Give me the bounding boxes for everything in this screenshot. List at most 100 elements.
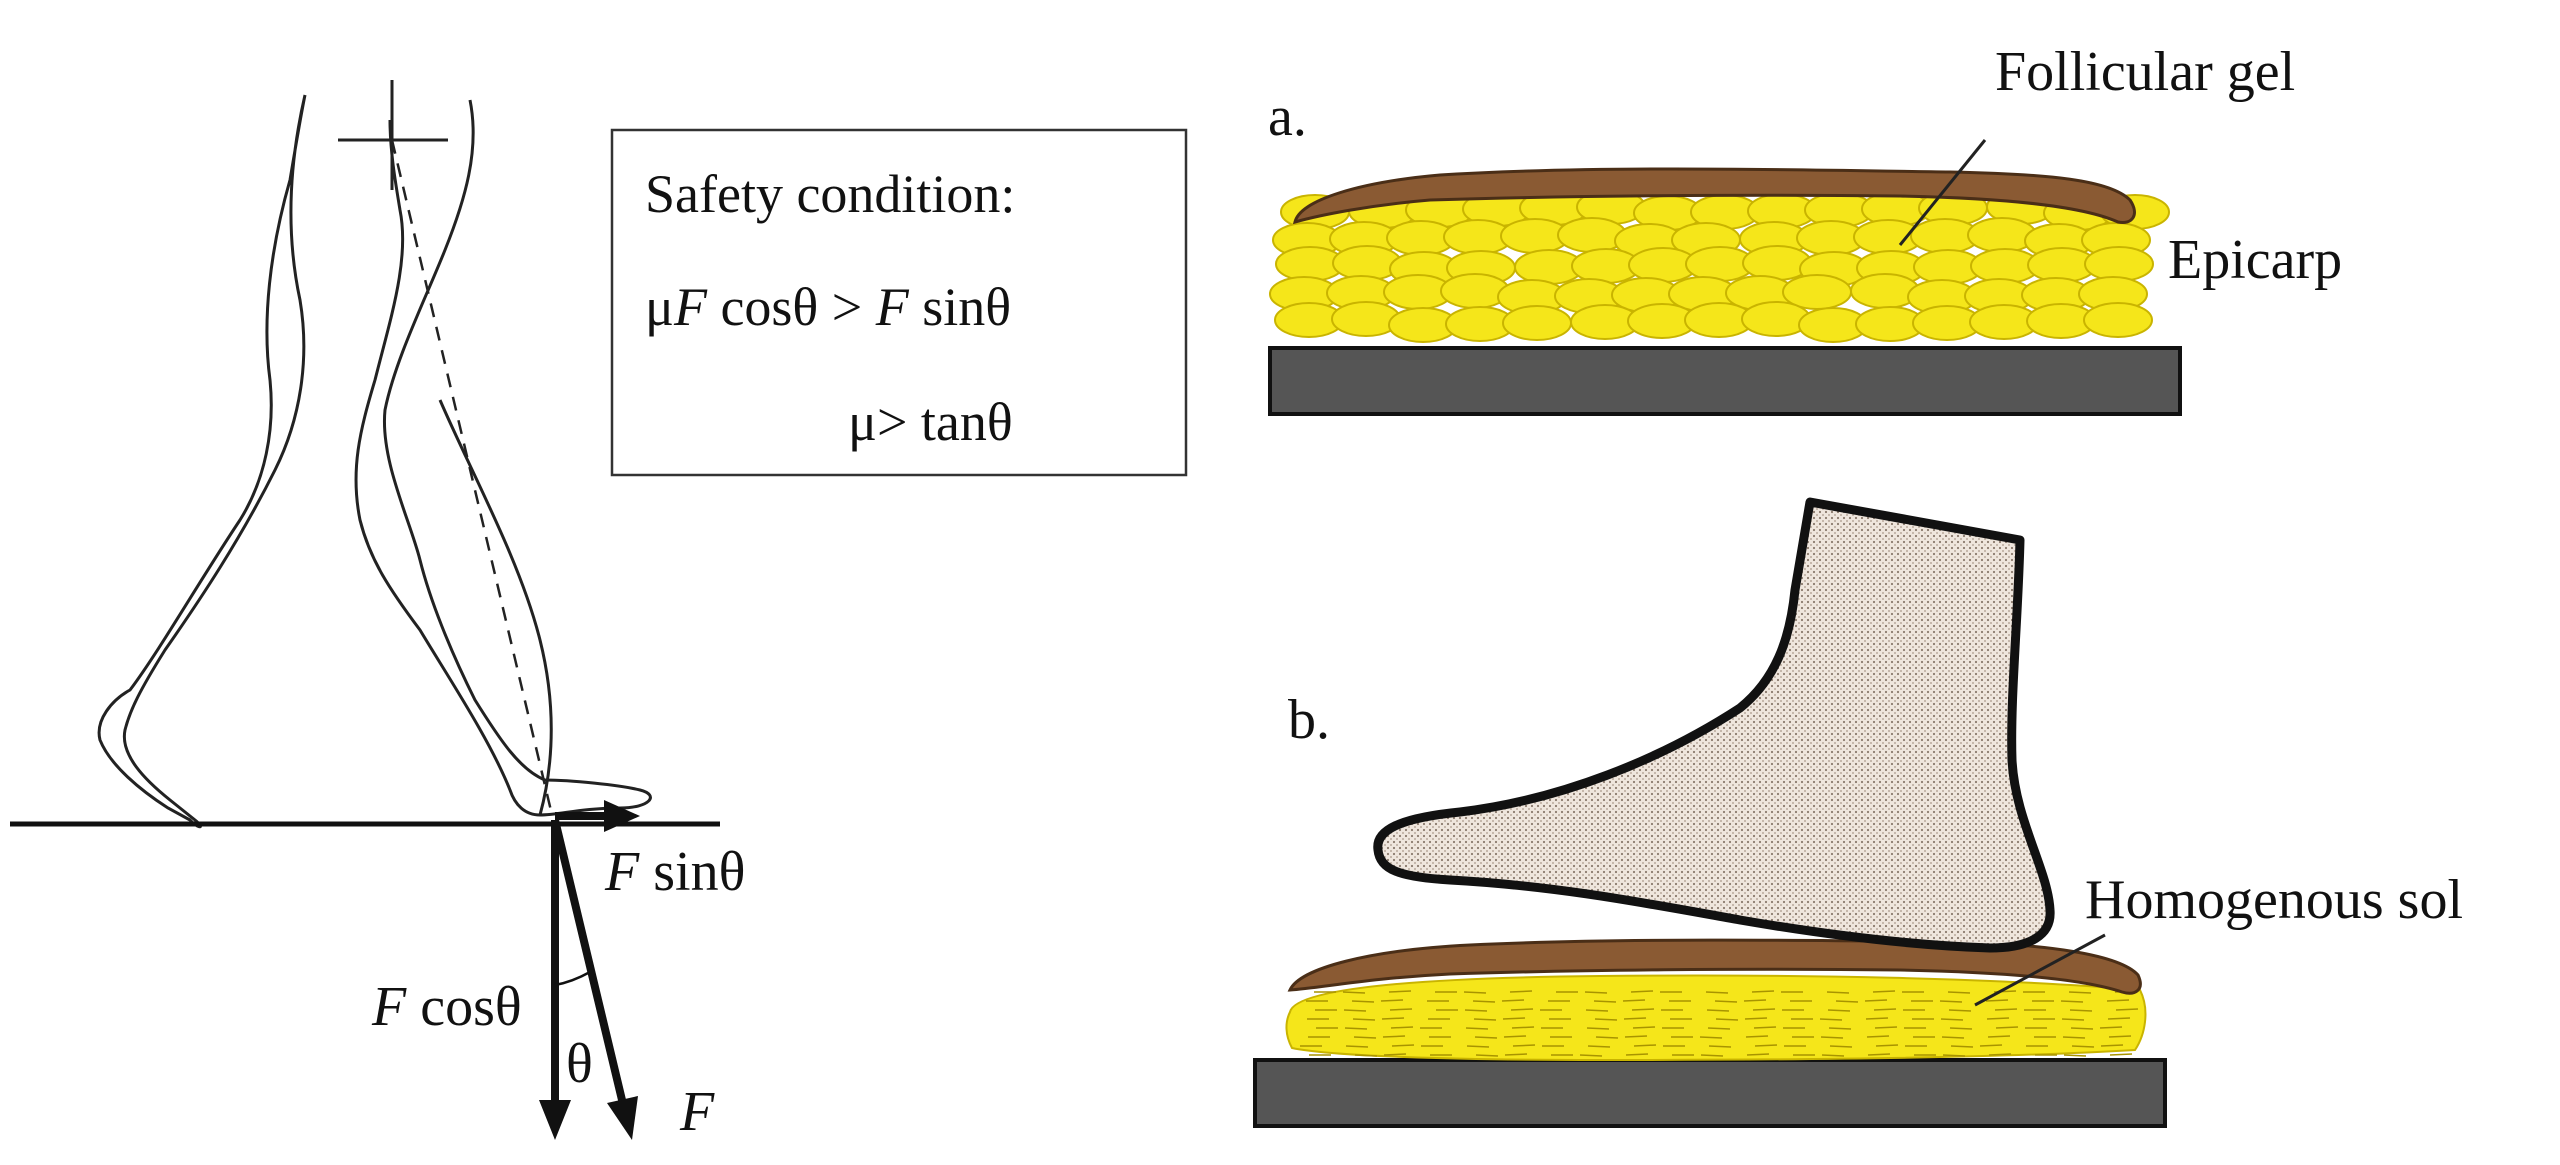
sol-dash <box>1995 1026 2019 1029</box>
sol-dash <box>1594 1018 1618 1021</box>
sol-dash <box>2062 1036 2086 1039</box>
sol-dash <box>1707 1027 1731 1030</box>
sol-dash <box>1826 991 1850 994</box>
label-f: F <box>679 1081 715 1143</box>
sol-dash <box>1466 1045 1490 1048</box>
epicarp-layer-b <box>1287 938 2142 995</box>
sol-dash <box>1342 991 1366 994</box>
sol-dash <box>1875 1044 1899 1047</box>
panel-b-letter: b. <box>1288 689 1330 751</box>
sol-dash <box>1714 1000 1738 1003</box>
safety-line-1: μF cosθ > F sinθ <box>645 277 1011 337</box>
sol-dash <box>1872 990 1896 993</box>
sol-dash <box>1510 1008 1534 1011</box>
sol-dash <box>1745 1035 1769 1038</box>
sol-dash <box>1390 1026 1414 1029</box>
theta-arc <box>554 970 591 987</box>
sol-dash <box>1941 1036 1965 1039</box>
sol-dash <box>1383 1053 1407 1056</box>
sol-dash <box>1754 1044 1778 1047</box>
sol-dash <box>1867 1053 1891 1056</box>
sol-dash <box>1382 1035 1406 1038</box>
sol-dash <box>1586 1027 1610 1030</box>
sol-dash <box>1874 1026 1898 1029</box>
sol-dash <box>1940 1018 1964 1021</box>
sol-dash <box>1473 1018 1497 1021</box>
sol-dash <box>1829 1045 1853 1048</box>
sol-dash <box>1391 1044 1415 1047</box>
sol-dash <box>1343 1009 1367 1012</box>
sol-dash <box>1502 1017 1526 1020</box>
sol-dash <box>2061 1018 2085 1021</box>
sol-dash <box>1511 1026 1535 1029</box>
pointer-homogenous-sol <box>1974 933 2106 1007</box>
sol-dash <box>1948 1009 1972 1012</box>
sol-dash <box>1753 1026 1777 1029</box>
sol-dash <box>1351 1000 1375 1003</box>
f-arrow <box>551 819 626 1101</box>
sol-dash <box>1345 1045 1369 1048</box>
sol-dash <box>1744 1017 1768 1020</box>
sol-dash <box>1593 1000 1617 1003</box>
sol-dash <box>1624 1035 1648 1038</box>
sol-dash <box>1380 999 1404 1002</box>
sol-dash <box>1950 1045 1974 1048</box>
sol-dash <box>1819 1018 1843 1021</box>
sol-dash <box>1463 991 1487 994</box>
sol-dash <box>1344 1027 1368 1030</box>
label-homogenous-sol: Homogenous sol <box>2085 869 2463 931</box>
sol-dash <box>1509 990 1533 993</box>
sol-dash <box>1622 999 1646 1002</box>
walking-legs <box>97 94 652 829</box>
label-epicarp: Epicarp <box>2168 229 2342 291</box>
follicular-cell <box>2083 302 2153 338</box>
sol-dash <box>1715 1018 1739 1021</box>
follicular-cell <box>2084 246 2154 282</box>
sol-dash <box>1472 1000 1496 1003</box>
follicular-cells-a <box>1269 189 2170 343</box>
ground-block-a <box>1268 346 2182 416</box>
sol-dash <box>1633 1044 1657 1047</box>
sol-dash <box>1352 1018 1376 1021</box>
sol-dash <box>1389 1008 1413 1011</box>
sol-dash <box>2100 1044 2124 1047</box>
sol-dash <box>2060 1000 2084 1003</box>
sol-dash <box>1942 1054 1966 1057</box>
follicular-cell <box>1502 305 1572 341</box>
sol-dash <box>1584 991 1608 994</box>
sol-dash <box>1705 991 1729 994</box>
sol-dash <box>2099 1026 2123 1029</box>
homogenous-sol-layer <box>1285 974 2147 1062</box>
sol-dash <box>1988 1053 2012 1056</box>
sol-dash <box>1835 1000 1859 1003</box>
safety-condition-box: Safety condition: μF cosθ > F sinθ μ> ta… <box>610 128 1188 477</box>
sol-dash <box>1354 1054 1378 1057</box>
safety-title: Safety condition: <box>645 164 1015 224</box>
sol-dash <box>1865 1017 1889 1020</box>
sol-dash <box>1388 990 1412 993</box>
panel-a-letter: a. <box>1268 86 1307 148</box>
sol-dash <box>1743 999 1767 1002</box>
ground-block-b <box>1253 1058 2167 1128</box>
sol-dash <box>1979 1044 2003 1047</box>
sol-dash <box>1474 1036 1498 1039</box>
sol-dash <box>1587 1045 1611 1048</box>
epicarp-layer-a <box>1292 167 2136 225</box>
sol-dash <box>1475 1054 1499 1057</box>
sol-dash <box>1625 1053 1649 1056</box>
sol-dash <box>1631 1008 1655 1011</box>
sol-dash <box>1512 1044 1536 1047</box>
sol-dash <box>1746 1053 1770 1056</box>
sol-dash <box>1579 1054 1603 1057</box>
sol-dash <box>1939 1000 1963 1003</box>
f-arrowhead <box>607 1096 638 1140</box>
sol-dash <box>2115 1008 2139 1011</box>
sol-dash <box>1866 1035 1890 1038</box>
sol-dash <box>2063 1054 2087 1057</box>
sol-dash <box>2071 1045 2095 1048</box>
sol-dash <box>1994 1008 2018 1011</box>
sol-dash <box>1699 1036 1723 1039</box>
sol-dash <box>2109 1053 2133 1056</box>
sol-dash <box>1465 1027 1489 1030</box>
sol-dash <box>1501 999 1525 1002</box>
